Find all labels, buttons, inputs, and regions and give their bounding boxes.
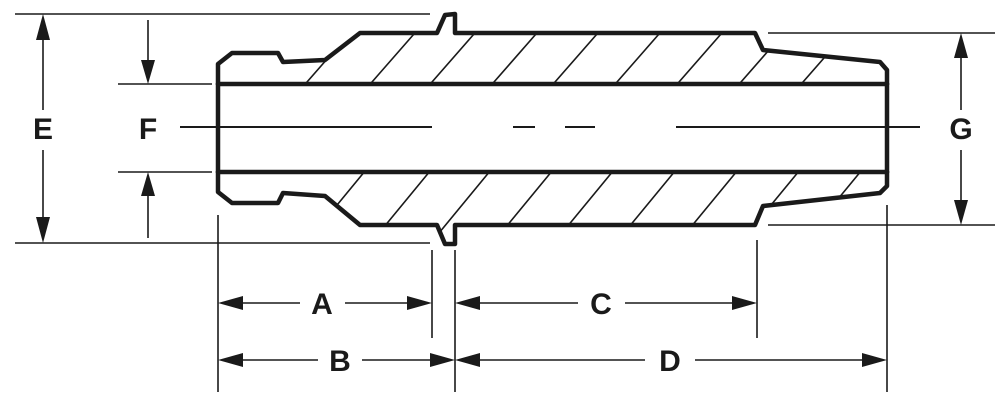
- dimension-f: F: [139, 20, 157, 238]
- label-f: F: [139, 113, 157, 146]
- dimension-a: A: [218, 288, 432, 321]
- arrowhead: [218, 353, 243, 367]
- arrowhead: [407, 296, 432, 310]
- arrowhead: [954, 200, 968, 225]
- label-b: B: [329, 345, 351, 378]
- dimension-c: C: [455, 288, 757, 321]
- arrowhead: [430, 353, 455, 367]
- label-d: D: [659, 345, 681, 378]
- arrowhead: [954, 33, 968, 58]
- arrowhead: [862, 353, 887, 367]
- label-e: E: [33, 113, 53, 146]
- arrowhead: [732, 296, 757, 310]
- bottom-outline: [215, 169, 890, 247]
- top-outline: [215, 11, 890, 87]
- arrowhead: [455, 296, 480, 310]
- dimension-d: D: [455, 345, 887, 378]
- dimension-e: E: [33, 14, 53, 243]
- arrowhead: [455, 353, 480, 367]
- arrowhead: [218, 296, 243, 310]
- label-c: C: [590, 288, 612, 321]
- dimension-b: B: [218, 345, 455, 378]
- arrowhead: [141, 172, 155, 196]
- arrowhead: [36, 14, 50, 40]
- label-g: G: [949, 113, 972, 146]
- arrowhead: [141, 60, 155, 84]
- extension-lines: [15, 13, 995, 392]
- bottom-wall-hatching: [299, 172, 867, 244]
- dimension-g: G: [949, 33, 973, 225]
- label-a: A: [311, 288, 333, 321]
- arrowhead: [36, 217, 50, 243]
